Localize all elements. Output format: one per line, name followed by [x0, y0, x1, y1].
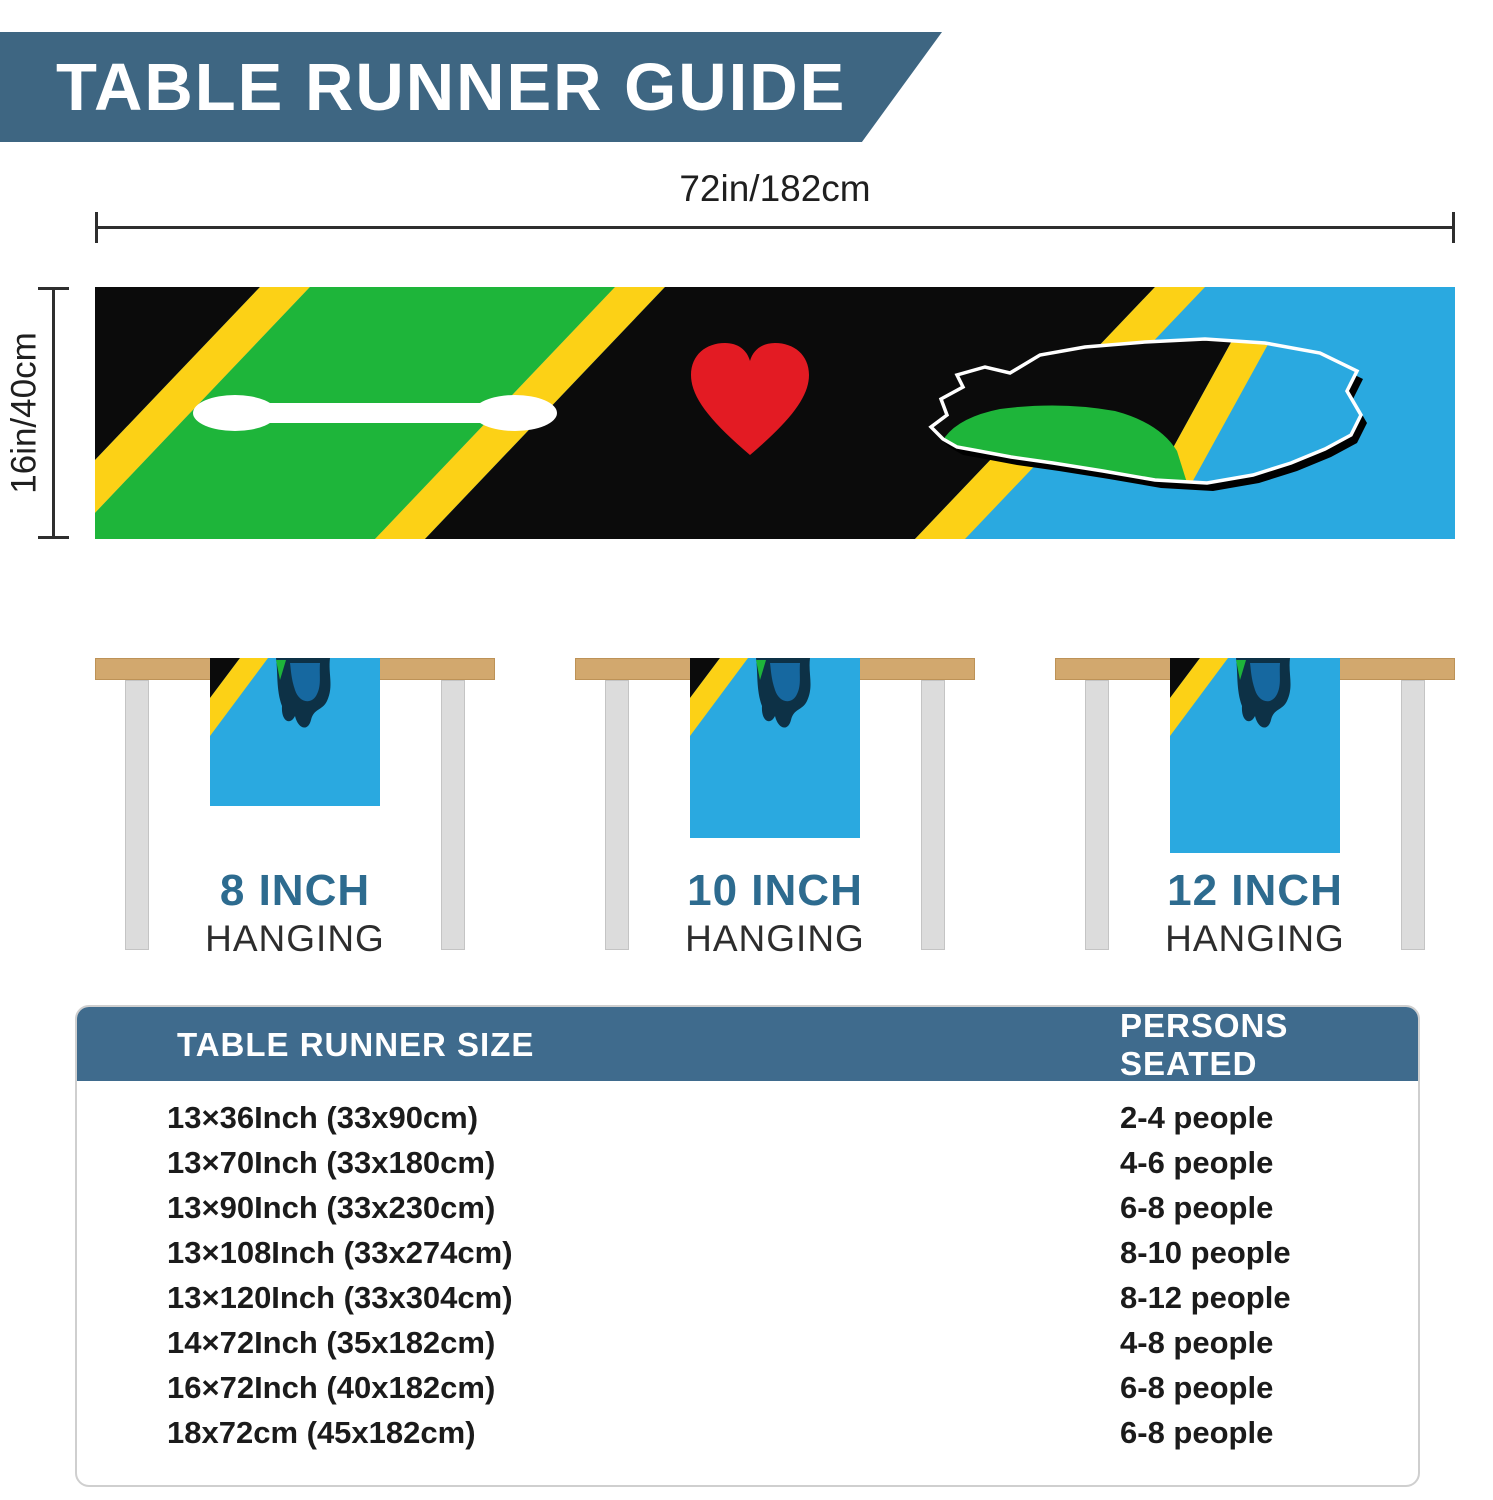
- table-row: 16×72Inch (40x182cm) 6-8 people: [77, 1365, 1418, 1410]
- runner-size-cell: 13×108Inch (33x274cm): [167, 1234, 513, 1270]
- table-leg-right: [921, 680, 945, 950]
- heart-icon: [691, 343, 809, 455]
- persons-seated-cell: 8-12 people: [1120, 1279, 1291, 1315]
- tanzania-map-icon: [928, 337, 1367, 491]
- persons-seated-cell: 6-8 people: [1120, 1189, 1274, 1225]
- runner-size-cell: 13×120Inch (33x304cm): [167, 1279, 513, 1315]
- size-chart-body: 13×36Inch (33x90cm) 2-4 people 13×70Inch…: [77, 1081, 1418, 1455]
- hanging-label-8-inch: 8 INCH HANGING: [95, 866, 495, 960]
- measure-tick-bottom: [38, 536, 69, 539]
- hanging-sub-text: HANGING: [1165, 918, 1345, 959]
- size-chart-table: TABLE RUNNER SIZE PERSONS SEATED 13×36In…: [75, 1005, 1420, 1487]
- tanzania-flag-runner-graphic: [95, 287, 1455, 539]
- table-leg-right: [1401, 680, 1425, 950]
- measure-tick-top: [38, 287, 69, 290]
- column-header-size: TABLE RUNNER SIZE: [177, 1026, 535, 1063]
- table-row: 13×108Inch (33x274cm) 8-10 people: [77, 1230, 1418, 1275]
- persons-seated-cell: 4-8 people: [1120, 1324, 1274, 1360]
- hanging-example-10-inch: 10 INCH HANGING: [575, 658, 975, 968]
- hanging-runner-graphic: [1170, 658, 1340, 853]
- runner-size-cell: 14×72Inch (35x182cm): [167, 1324, 496, 1360]
- column-header-persons: PERSONS SEATED: [1120, 1007, 1289, 1082]
- table-row: 13×36Inch (33x90cm) 2-4 people: [77, 1095, 1418, 1140]
- runner-size-cell: 16×72Inch (40x182cm): [167, 1369, 496, 1405]
- persons-seated-cell: 6-8 people: [1120, 1369, 1274, 1405]
- hanging-size-text: 10 INCH: [687, 866, 863, 915]
- runner-width-measure-line: [95, 212, 1455, 243]
- hanging-size-text: 12 INCH: [1167, 866, 1343, 915]
- hanging-example-8-inch: 8 INCH HANGING: [95, 658, 495, 968]
- table-leg-left: [125, 680, 149, 950]
- table-row: 14×72Inch (35x182cm) 4-8 people: [77, 1320, 1418, 1365]
- persons-seated-cell: 2-4 people: [1120, 1099, 1274, 1135]
- runner-width-label: 72in/182cm: [679, 168, 871, 209]
- table-row: 18x72cm (45x182cm) 6-8 people: [77, 1410, 1418, 1455]
- measure-tick-left: [95, 212, 98, 243]
- persons-seated-cell: 6-8 people: [1120, 1414, 1274, 1450]
- table-leg-right: [441, 680, 465, 950]
- hanging-example-12-inch: 12 INCH HANGING: [1055, 658, 1455, 968]
- persons-seated-cell: 8-10 people: [1120, 1234, 1291, 1270]
- hanging-runner-graphic: [210, 658, 380, 806]
- runner-size-cell: 13×90Inch (33x230cm): [167, 1189, 496, 1225]
- hanging-sub-text: HANGING: [685, 918, 865, 959]
- hanging-label-10-inch: 10 INCH HANGING: [575, 866, 975, 960]
- table-leg-left: [1085, 680, 1109, 950]
- table-row: 13×90Inch (33x230cm) 6-8 people: [77, 1185, 1418, 1230]
- hanging-examples-row: 8 INCH HANGING 10 INCH HANGING: [95, 658, 1455, 968]
- table-leg-left: [605, 680, 629, 950]
- size-chart-header: TABLE RUNNER SIZE PERSONS SEATED: [77, 1007, 1418, 1082]
- runner-height-label: 16in/40cm: [5, 332, 45, 494]
- table-row: 13×70Inch (33x180cm) 4-6 people: [77, 1140, 1418, 1185]
- hanging-size-text: 8 INCH: [219, 866, 371, 915]
- hanging-runner-graphic: [690, 658, 860, 838]
- runner-height-measure-line: [38, 287, 69, 539]
- page-title-banner: TABLE RUNNER GUIDE: [0, 32, 942, 142]
- runner-size-cell: 18x72cm (45x182cm): [167, 1414, 476, 1450]
- hanging-sub-text: HANGING: [205, 918, 385, 959]
- runner-size-cell: 13×70Inch (33x180cm): [167, 1144, 496, 1180]
- runner-height-label-wrap: 16in/40cm: [0, 287, 80, 539]
- hanging-label-12-inch: 12 INCH HANGING: [1055, 866, 1455, 960]
- persons-seated-cell: 4-6 people: [1120, 1144, 1274, 1180]
- table-row: 13×120Inch (33x304cm) 8-12 people: [77, 1275, 1418, 1320]
- measure-tick-right: [1452, 212, 1455, 243]
- runner-size-cell: 13×36Inch (33x90cm): [167, 1099, 479, 1135]
- paddle-icon: [193, 395, 557, 431]
- page-title: TABLE RUNNER GUIDE: [56, 49, 847, 125]
